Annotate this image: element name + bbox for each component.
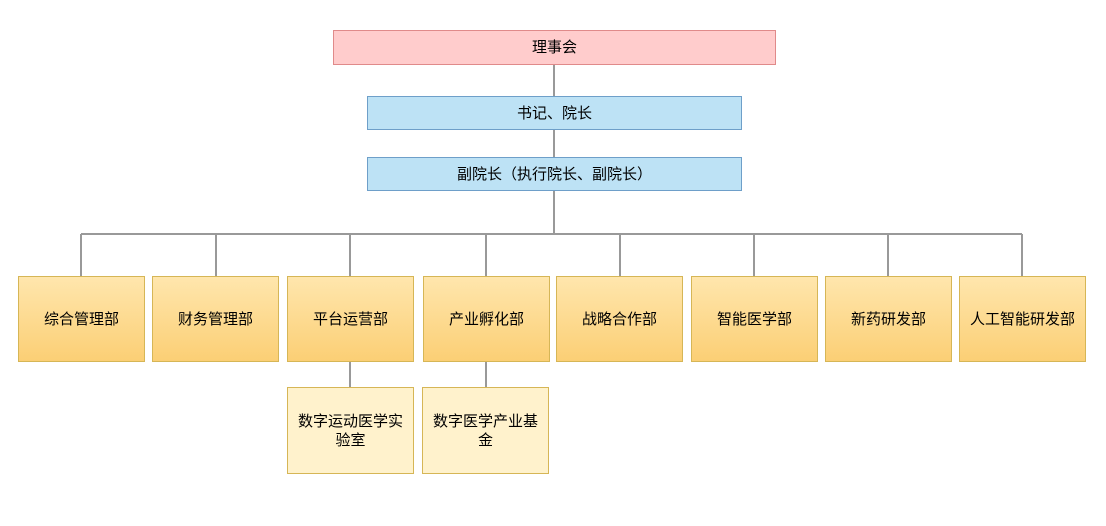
leader-node-label: 书记、院长 <box>516 103 592 122</box>
dept-node-label: 产业孵化部 <box>448 309 524 328</box>
dept-node-drug-development: 新药研发部 <box>825 276 952 362</box>
sub-node-sports-medicine-lab: 数字运动医学实验室 <box>287 387 414 474</box>
sub-node-industry-fund: 数字医学产业基金 <box>422 387 549 474</box>
leader-node-label: 副院长（执行院长、副院长） <box>456 164 652 183</box>
dept-node-industry-incubation: 产业孵化部 <box>423 276 550 362</box>
dept-node-label: 新药研发部 <box>850 309 926 328</box>
leader-node-secretary-president: 书记、院长 <box>367 96 742 130</box>
root-node-label: 理事会 <box>531 38 577 56</box>
dept-node-label: 财务管理部 <box>177 309 253 328</box>
sub-node-label: 数字医学产业基金 <box>432 411 538 449</box>
root-node-board: 理事会 <box>333 30 776 65</box>
leader-node-vice-presidents: 副院长（执行院长、副院长） <box>367 157 742 191</box>
dept-node-label: 综合管理部 <box>43 309 119 328</box>
dept-node-ai-research: 人工智能研发部 <box>959 276 1086 362</box>
dept-node-label: 平台运营部 <box>312 309 388 328</box>
dept-node-intelligent-medicine: 智能医学部 <box>691 276 818 362</box>
dept-node-platform-operations: 平台运营部 <box>287 276 414 362</box>
dept-node-strategic-cooperation: 战略合作部 <box>556 276 683 362</box>
dept-node-label: 人工智能研发部 <box>969 309 1075 328</box>
dept-node-finance: 财务管理部 <box>152 276 279 362</box>
sub-node-label: 数字运动医学实验室 <box>297 411 403 449</box>
dept-node-label: 战略合作部 <box>581 309 657 328</box>
dept-node-label: 智能医学部 <box>716 309 792 328</box>
dept-node-general-management: 综合管理部 <box>18 276 145 362</box>
